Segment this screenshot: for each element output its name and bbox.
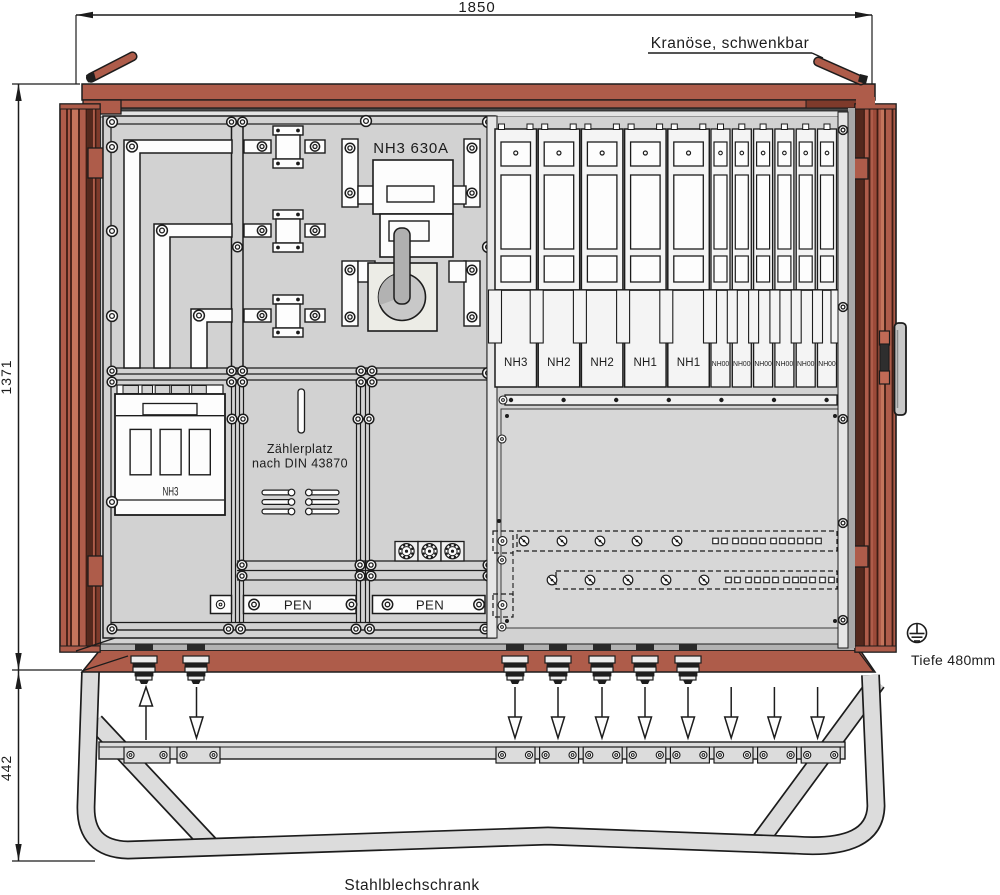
svg-text:1850: 1850 (458, 0, 495, 16)
svg-text:NH3 630A: NH3 630A (373, 140, 449, 157)
svg-text:NH1: NH1 (634, 357, 658, 369)
svg-text:NH00: NH00 (818, 359, 836, 368)
svg-text:NH00: NH00 (733, 359, 751, 368)
svg-text:NH3: NH3 (504, 357, 528, 369)
svg-text:NH2: NH2 (590, 357, 614, 369)
svg-text:Stahlblechschrank: Stahlblechschrank (344, 877, 479, 894)
svg-text:Kranöse, schwenkbar: Kranöse, schwenkbar (651, 35, 810, 52)
svg-text:Tiefe 480mm: Tiefe 480mm (911, 652, 995, 668)
svg-text:NH00: NH00 (712, 359, 730, 368)
svg-text:PEN: PEN (416, 598, 444, 613)
svg-text:NH3: NH3 (163, 487, 179, 499)
svg-text:NH00: NH00 (776, 359, 794, 368)
svg-text:PEN: PEN (284, 598, 312, 613)
svg-text:nach DIN 43870: nach DIN 43870 (252, 457, 348, 471)
svg-text:NH00: NH00 (754, 359, 772, 368)
svg-text:1371: 1371 (0, 359, 14, 394)
svg-text:NH2: NH2 (547, 357, 571, 369)
svg-text:442: 442 (0, 755, 14, 781)
svg-text:NH00: NH00 (797, 359, 815, 368)
svg-text:NH1: NH1 (677, 357, 701, 369)
svg-text:Zählerplatz: Zählerplatz (267, 442, 333, 456)
